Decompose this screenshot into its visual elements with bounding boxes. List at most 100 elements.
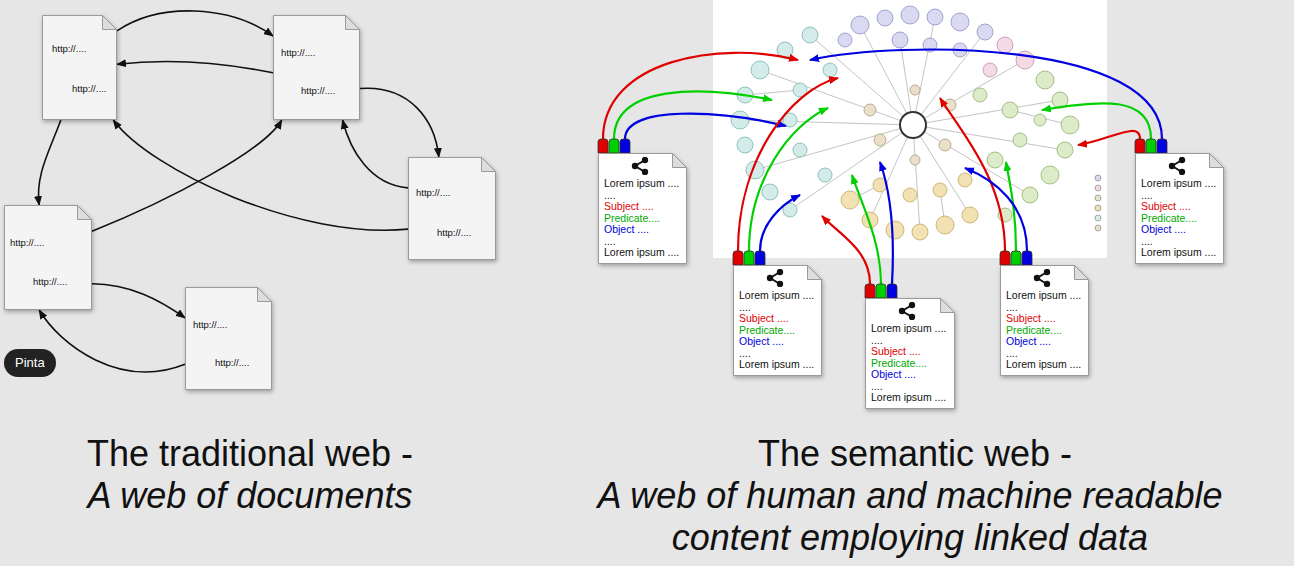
triple-text: Object .... bbox=[604, 224, 681, 236]
link-text: http://.... bbox=[52, 43, 86, 54]
ontology-legend-dot bbox=[1095, 195, 1101, 201]
triple-text: .... bbox=[739, 302, 816, 314]
triple-tab bbox=[1157, 139, 1167, 153]
ontology-bubble bbox=[731, 111, 749, 129]
triple-text: .... bbox=[871, 335, 949, 347]
triple-text: .... bbox=[1141, 190, 1218, 202]
linked-data-page: Lorem ipsum ........Subject ....Predicat… bbox=[1135, 153, 1224, 264]
ontology-bubble bbox=[841, 191, 859, 209]
ontology-bubble bbox=[864, 85, 956, 165]
ontology-link bbox=[870, 125, 913, 220]
page-body bbox=[186, 288, 272, 390]
ontology-bubble bbox=[1061, 116, 1079, 134]
triple-text: Object .... bbox=[1141, 224, 1218, 236]
link-arrow bbox=[360, 88, 439, 157]
ontology-legend-dot bbox=[1095, 175, 1101, 231]
linked-data-page: Lorem ipsum ........Subject ....Predicat… bbox=[865, 298, 955, 409]
ontology-bubble bbox=[762, 184, 778, 200]
ontology-bubble bbox=[903, 188, 917, 202]
triple-tab bbox=[744, 251, 754, 265]
triple-tab bbox=[1011, 251, 1021, 265]
triple-arrow bbox=[940, 98, 1005, 251]
share-icon bbox=[631, 157, 649, 175]
page-fold bbox=[941, 299, 955, 313]
ontology-bubble bbox=[958, 173, 972, 187]
ontology-link bbox=[860, 25, 913, 125]
page-body bbox=[599, 154, 687, 264]
ontology-legend-dot bbox=[1095, 185, 1101, 191]
ontology-bubble bbox=[1057, 142, 1073, 158]
ontology-bubble bbox=[973, 71, 1079, 222]
ontology-image bbox=[713, 0, 1107, 258]
ontology-link bbox=[913, 125, 1065, 150]
link-arrow bbox=[92, 284, 185, 318]
ontology-link bbox=[790, 125, 913, 210]
triple-arrow bbox=[749, 108, 828, 251]
ontology-link bbox=[913, 100, 1060, 125]
ontology-bubble bbox=[973, 88, 987, 102]
triple-text: Predicate.... bbox=[1006, 325, 1083, 337]
link-arrow bbox=[113, 120, 408, 230]
share-icon-dot bbox=[1044, 281, 1050, 287]
caption-text: The semantic web - bbox=[615, 433, 1215, 475]
triple-arrow bbox=[625, 114, 786, 139]
triple-text: Lorem ipsum .... bbox=[1006, 359, 1083, 371]
page-body bbox=[274, 16, 360, 120]
triple-text: Lorem ipsum .... bbox=[604, 247, 681, 259]
triple-arrow bbox=[880, 162, 893, 284]
document-page: http://....http://.... bbox=[408, 157, 496, 260]
triple-arrow bbox=[810, 50, 1162, 139]
share-icon bbox=[1168, 157, 1186, 175]
ontology-hub bbox=[900, 112, 926, 138]
triple-text: Lorem ipsum .... bbox=[739, 290, 816, 302]
ontology-bubble bbox=[1002, 102, 1018, 118]
triple-text: Predicate.... bbox=[1141, 213, 1218, 225]
share-icon-dot bbox=[909, 302, 915, 308]
share-icon-dot bbox=[777, 281, 783, 287]
page-body bbox=[734, 266, 822, 376]
triple-text: .... bbox=[1141, 236, 1218, 248]
document-page: http://....http://.... bbox=[185, 287, 272, 390]
triple-tab bbox=[598, 139, 1167, 298]
linked-data-page: Lorem ipsum ........Subject ....Predicat… bbox=[1000, 265, 1089, 376]
triple-arrow bbox=[1078, 131, 1140, 145]
share-icon-dot bbox=[642, 157, 648, 163]
page-body bbox=[5, 206, 92, 310]
ontology-bubble bbox=[1041, 166, 1059, 184]
ontology-link bbox=[755, 125, 913, 170]
link-arrow bbox=[117, 11, 273, 36]
ontology-bubble bbox=[793, 143, 807, 157]
page-fold bbox=[1210, 154, 1224, 168]
ontology-bubble bbox=[939, 139, 951, 151]
triple-text: Subject .... bbox=[871, 346, 949, 358]
ontology-bubble bbox=[983, 63, 997, 77]
triple-tab bbox=[598, 139, 608, 153]
ontology-bubble bbox=[874, 134, 886, 146]
link-arrow bbox=[117, 61, 273, 72]
link-text: http://.... bbox=[33, 276, 67, 287]
ontology-link bbox=[913, 125, 1030, 195]
triple-arrow bbox=[1042, 103, 1151, 139]
ontology-bubble bbox=[886, 221, 904, 239]
tooltip-label: Pinta bbox=[4, 349, 56, 377]
triple-text: Predicate.... bbox=[871, 358, 949, 370]
triple-arrow bbox=[738, 78, 838, 251]
triple-arrow bbox=[614, 91, 772, 139]
triple-arrow bbox=[965, 168, 1027, 251]
triple-tab bbox=[620, 139, 630, 153]
share-icon-dot bbox=[1179, 169, 1185, 175]
page-outline bbox=[4, 205, 92, 310]
share-icon-dot bbox=[777, 269, 783, 275]
ontology-bubble bbox=[864, 104, 876, 116]
share-icon-dot bbox=[767, 275, 773, 281]
page-body bbox=[43, 16, 117, 120]
ontology-bubble bbox=[802, 27, 818, 43]
document-page: http://....http://.... bbox=[42, 15, 117, 120]
ontology-link bbox=[913, 125, 920, 232]
ontology-legend-dot bbox=[1095, 225, 1101, 231]
triple-text: Lorem ipsum .... bbox=[1141, 247, 1218, 259]
share-icon-dot bbox=[1179, 157, 1185, 163]
triple-tab bbox=[1135, 139, 1145, 153]
ontology-bubble bbox=[933, 183, 947, 197]
triple-tab bbox=[609, 139, 619, 153]
